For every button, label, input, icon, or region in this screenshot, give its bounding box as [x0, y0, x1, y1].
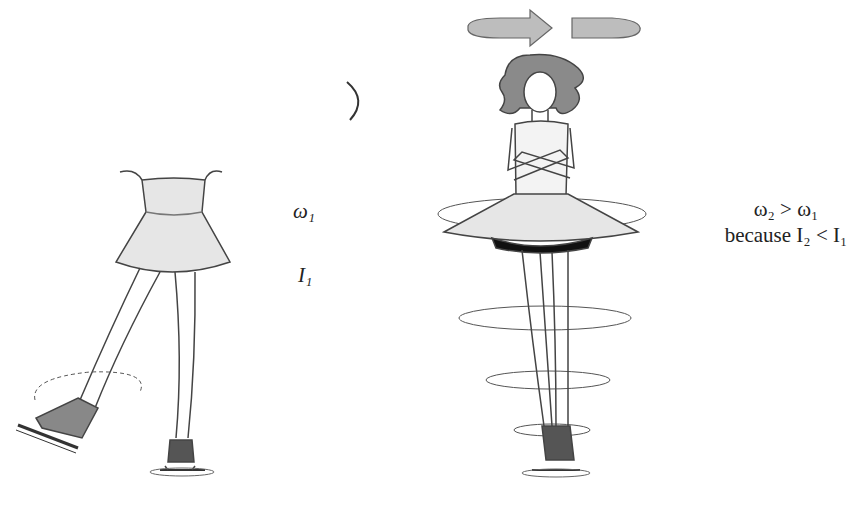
motion-mark — [347, 82, 358, 120]
moment-of-inertia-label: I₁ — [298, 262, 312, 288]
rotation-arrow — [468, 10, 640, 46]
right-skater — [438, 55, 646, 477]
left-skater — [16, 171, 230, 476]
explanation-note: ω₂ > ω₁ because I₂ < I₁ — [724, 196, 848, 249]
angular-velocity-label: ω₁ — [293, 198, 315, 224]
